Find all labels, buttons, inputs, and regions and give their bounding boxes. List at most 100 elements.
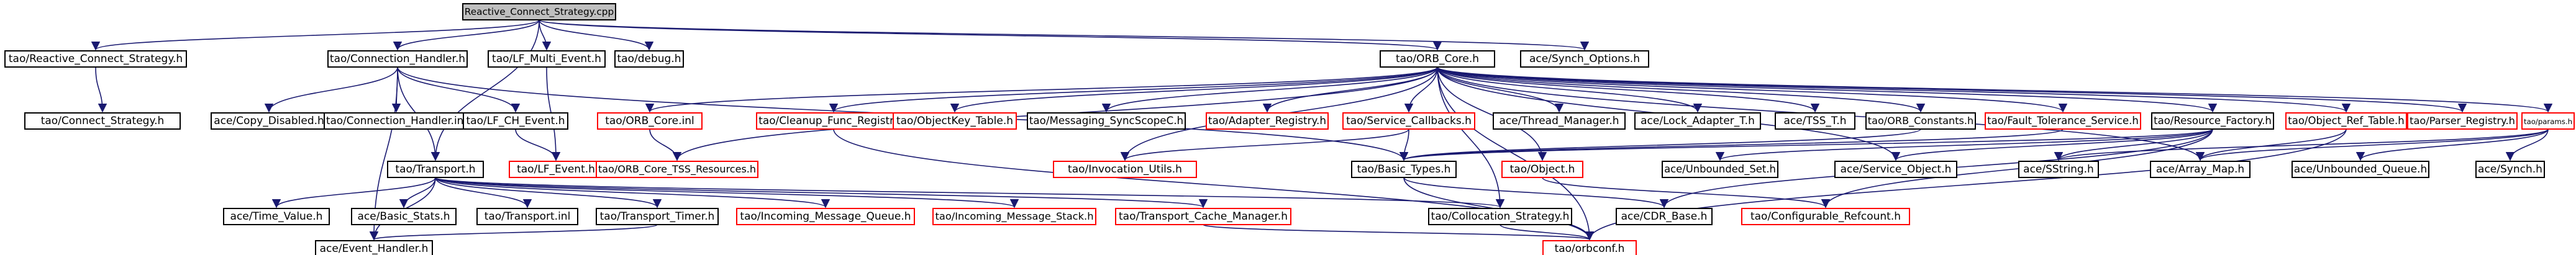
node-label: ace/Event_Handler.h <box>320 243 429 255</box>
node-box <box>223 208 330 225</box>
node-resfac[interactable]: tao/Resource_Factory.h <box>2151 112 2274 130</box>
node-transport[interactable]: tao/Transport.h <box>387 161 484 178</box>
node-confref[interactable]: tao/Configurable_Refcount.h <box>1741 208 1910 225</box>
node-box <box>1741 208 1910 225</box>
node-unbq[interactable]: ace/Unbounded_Queue.h <box>2292 161 2429 178</box>
node-lfme-h[interactable]: tao/LF_Multi_Event.h <box>488 50 606 68</box>
edge-orbcore_h-to-object_h <box>1437 66 1547 161</box>
node-label: tao/ORB_Core.inl <box>605 115 694 127</box>
node-basictypes[interactable]: tao/Basic_Types.h <box>1351 161 1457 178</box>
node-synch-opt[interactable]: ace/Synch_Options.h <box>1520 50 1649 68</box>
node-box <box>1493 112 1626 130</box>
node-ftsvc[interactable]: tao/Fault_Tolerance_Service.h <box>1985 112 2141 130</box>
node-label: Reactive_Connect_Strategy.cpp <box>465 6 614 18</box>
node-copy-dis[interactable]: ace/Copy_Disabled.h <box>211 112 327 130</box>
node-label: tao/Fault_Tolerance_Service.h <box>1987 115 2139 127</box>
node-cleanup[interactable]: tao/Cleanup_Func_Registry.h <box>756 112 911 130</box>
node-box <box>1985 112 2141 130</box>
node-svccb[interactable]: tao/Service_Callbacks.h <box>1342 112 1475 130</box>
node-lockad[interactable]: ace/Lock_Adapter_T.h <box>1634 112 1761 130</box>
edge-resfac-to-unbset <box>1716 128 2213 161</box>
node-parser[interactable]: tao/Parser_Registry.h <box>2407 112 2518 130</box>
node-label: tao/LF_CH_Event.h <box>467 115 565 127</box>
node-transtimer[interactable]: tao/Transport_Timer.h <box>596 208 719 225</box>
node-debug-h[interactable]: tao/debug.h <box>614 50 684 68</box>
node-incmq[interactable]: tao/Incoming_Message_Queue.h <box>736 208 915 225</box>
node-incms[interactable]: tao/Incoming_Message_Stack.h <box>932 208 1096 225</box>
node-cdrbase[interactable]: ace/CDR_Base.h <box>1616 208 1713 225</box>
edge-root-to-synch_opt <box>539 19 1589 51</box>
node-orbtss[interactable]: tao/ORB_Core_TSS_Resources.h <box>596 161 758 178</box>
node-object-h[interactable]: tao/Object.h <box>1501 161 1583 178</box>
node-arrmap[interactable]: ace/Array_Map.h <box>2150 161 2251 178</box>
node-box <box>463 112 568 130</box>
node-label: tao/Connection_Handler.h <box>330 52 465 65</box>
node-orbconf[interactable]: tao/orbconf.h <box>1542 240 1637 255</box>
edge-params-to-synch <box>2505 128 2549 161</box>
node-lfche-h[interactable]: tao/LF_CH_Event.h <box>463 112 568 130</box>
node-orbcore-h[interactable]: tao/ORB_Core.h <box>1380 50 1495 68</box>
node-box <box>1865 112 1976 130</box>
node-box <box>2292 161 2429 178</box>
node-label: tao/Resource_Factory.h <box>2154 115 2272 127</box>
edge-transport-to-transtimer <box>435 177 662 208</box>
node-basicstats[interactable]: ace/Basic_Stats.h <box>351 208 457 225</box>
node-box <box>315 240 433 255</box>
node-objkey[interactable]: tao/ObjectKey_Table.h <box>893 112 1017 130</box>
node-unbset[interactable]: ace/Unbounded_Set.h <box>1662 161 1778 178</box>
edge-transport-to-incmq <box>435 177 830 208</box>
edge-orbcore_h-to-lockad <box>1437 66 1703 113</box>
node-orbcore-inl[interactable]: tao/ORB_Core.inl <box>597 112 703 130</box>
node-ch-h[interactable]: tao/Connection_Handler.h <box>327 50 468 68</box>
node-objref[interactable]: tao/Object_Ref_Table.h <box>2285 112 2407 130</box>
node-box <box>1342 112 1475 130</box>
edge-orbcore_h-to-orbcore_inl <box>645 66 1438 113</box>
node-tss[interactable]: ace/TSS_T.h <box>1775 112 1855 130</box>
node-label: tao/Parser_Registry.h <box>2410 115 2515 127</box>
node-box <box>1206 112 1329 130</box>
node-label: tao/Invocation_Utils.h <box>1068 163 1182 176</box>
node-box <box>2151 112 2274 130</box>
node-label: ace/Synch_Options.h <box>1529 53 1640 65</box>
edge-orbcore_h-to-cleanup <box>829 66 1438 113</box>
node-label: tao/debug.h <box>617 53 681 65</box>
node-msgsync[interactable]: tao/Messaging_SyncScopeC.h <box>1027 112 1186 130</box>
node-orbconst[interactable]: tao/ORB_Constants.h <box>1865 112 1976 130</box>
node-thrmgr[interactable]: ace/Thread_Manager.h <box>1493 112 1626 130</box>
node-label: tao/LF_Multi_Event.h <box>492 53 601 65</box>
edge-params-to-unbq <box>2355 128 2549 161</box>
node-params[interactable]: tao/params.h <box>2521 112 2575 130</box>
edge-ch_h-to-copy_dis <box>264 66 398 113</box>
node-sstring[interactable]: ace/SString.h <box>2018 161 2099 178</box>
node-adapreg[interactable]: tao/Adapter_Registry.h <box>1206 112 1329 130</box>
edge-params-to-arrmap <box>2196 128 2549 161</box>
node-invutil[interactable]: tao/Invocation_Utils.h <box>1053 161 1197 178</box>
node-tcm[interactable]: tao/Transport_Cache_Manager.h <box>1115 208 1291 225</box>
edge-transport-to-tcm <box>435 177 1208 208</box>
node-label: tao/ORB_Constants.h <box>1868 115 1973 127</box>
node-cs-h[interactable]: tao/Connect_Strategy.h <box>24 112 181 130</box>
node-svcobj[interactable]: ace/Service_Object.h <box>1834 161 1957 178</box>
node-collstrat[interactable]: tao/Collocation_Strategy.h <box>1428 208 1572 225</box>
node-lfevent[interactable]: tao/LF_Event.h <box>509 161 603 178</box>
node-label: ace/Synch.h <box>2478 163 2542 176</box>
edge-transport-to-transinl <box>435 177 532 208</box>
node-transinl[interactable]: tao/Transport.inl <box>476 208 578 225</box>
node-label: tao/params.h <box>2524 117 2572 126</box>
node-box <box>4 50 187 68</box>
node-box <box>351 208 457 225</box>
node-rcs-h[interactable]: tao/Reactive_Connect_Strategy.h <box>4 50 187 68</box>
node-box <box>509 161 603 178</box>
node-box <box>327 50 468 68</box>
edge-root-to-debug_h <box>539 19 654 51</box>
edge-orbcore_inl-to-orbtss <box>649 128 682 161</box>
edge-svccb-to-invutil <box>1121 128 1409 161</box>
node-label: tao/ORB_Core_TSS_Resources.h <box>598 163 756 176</box>
node-label: tao/Basic_Types.h <box>1357 163 1451 176</box>
node-ch-inl[interactable]: tao/Connection_Handler.inl <box>324 112 469 130</box>
node-synch[interactable]: ace/Synch.h <box>2475 161 2545 178</box>
node-timevalue[interactable]: ace/Time_Value.h <box>223 208 330 225</box>
node-label: ace/Thread_Manager.h <box>1499 115 1619 127</box>
node-label: tao/ObjectKey_Table.h <box>896 115 1013 127</box>
node-evhandler[interactable]: ace/Event_Handler.h <box>315 240 433 255</box>
